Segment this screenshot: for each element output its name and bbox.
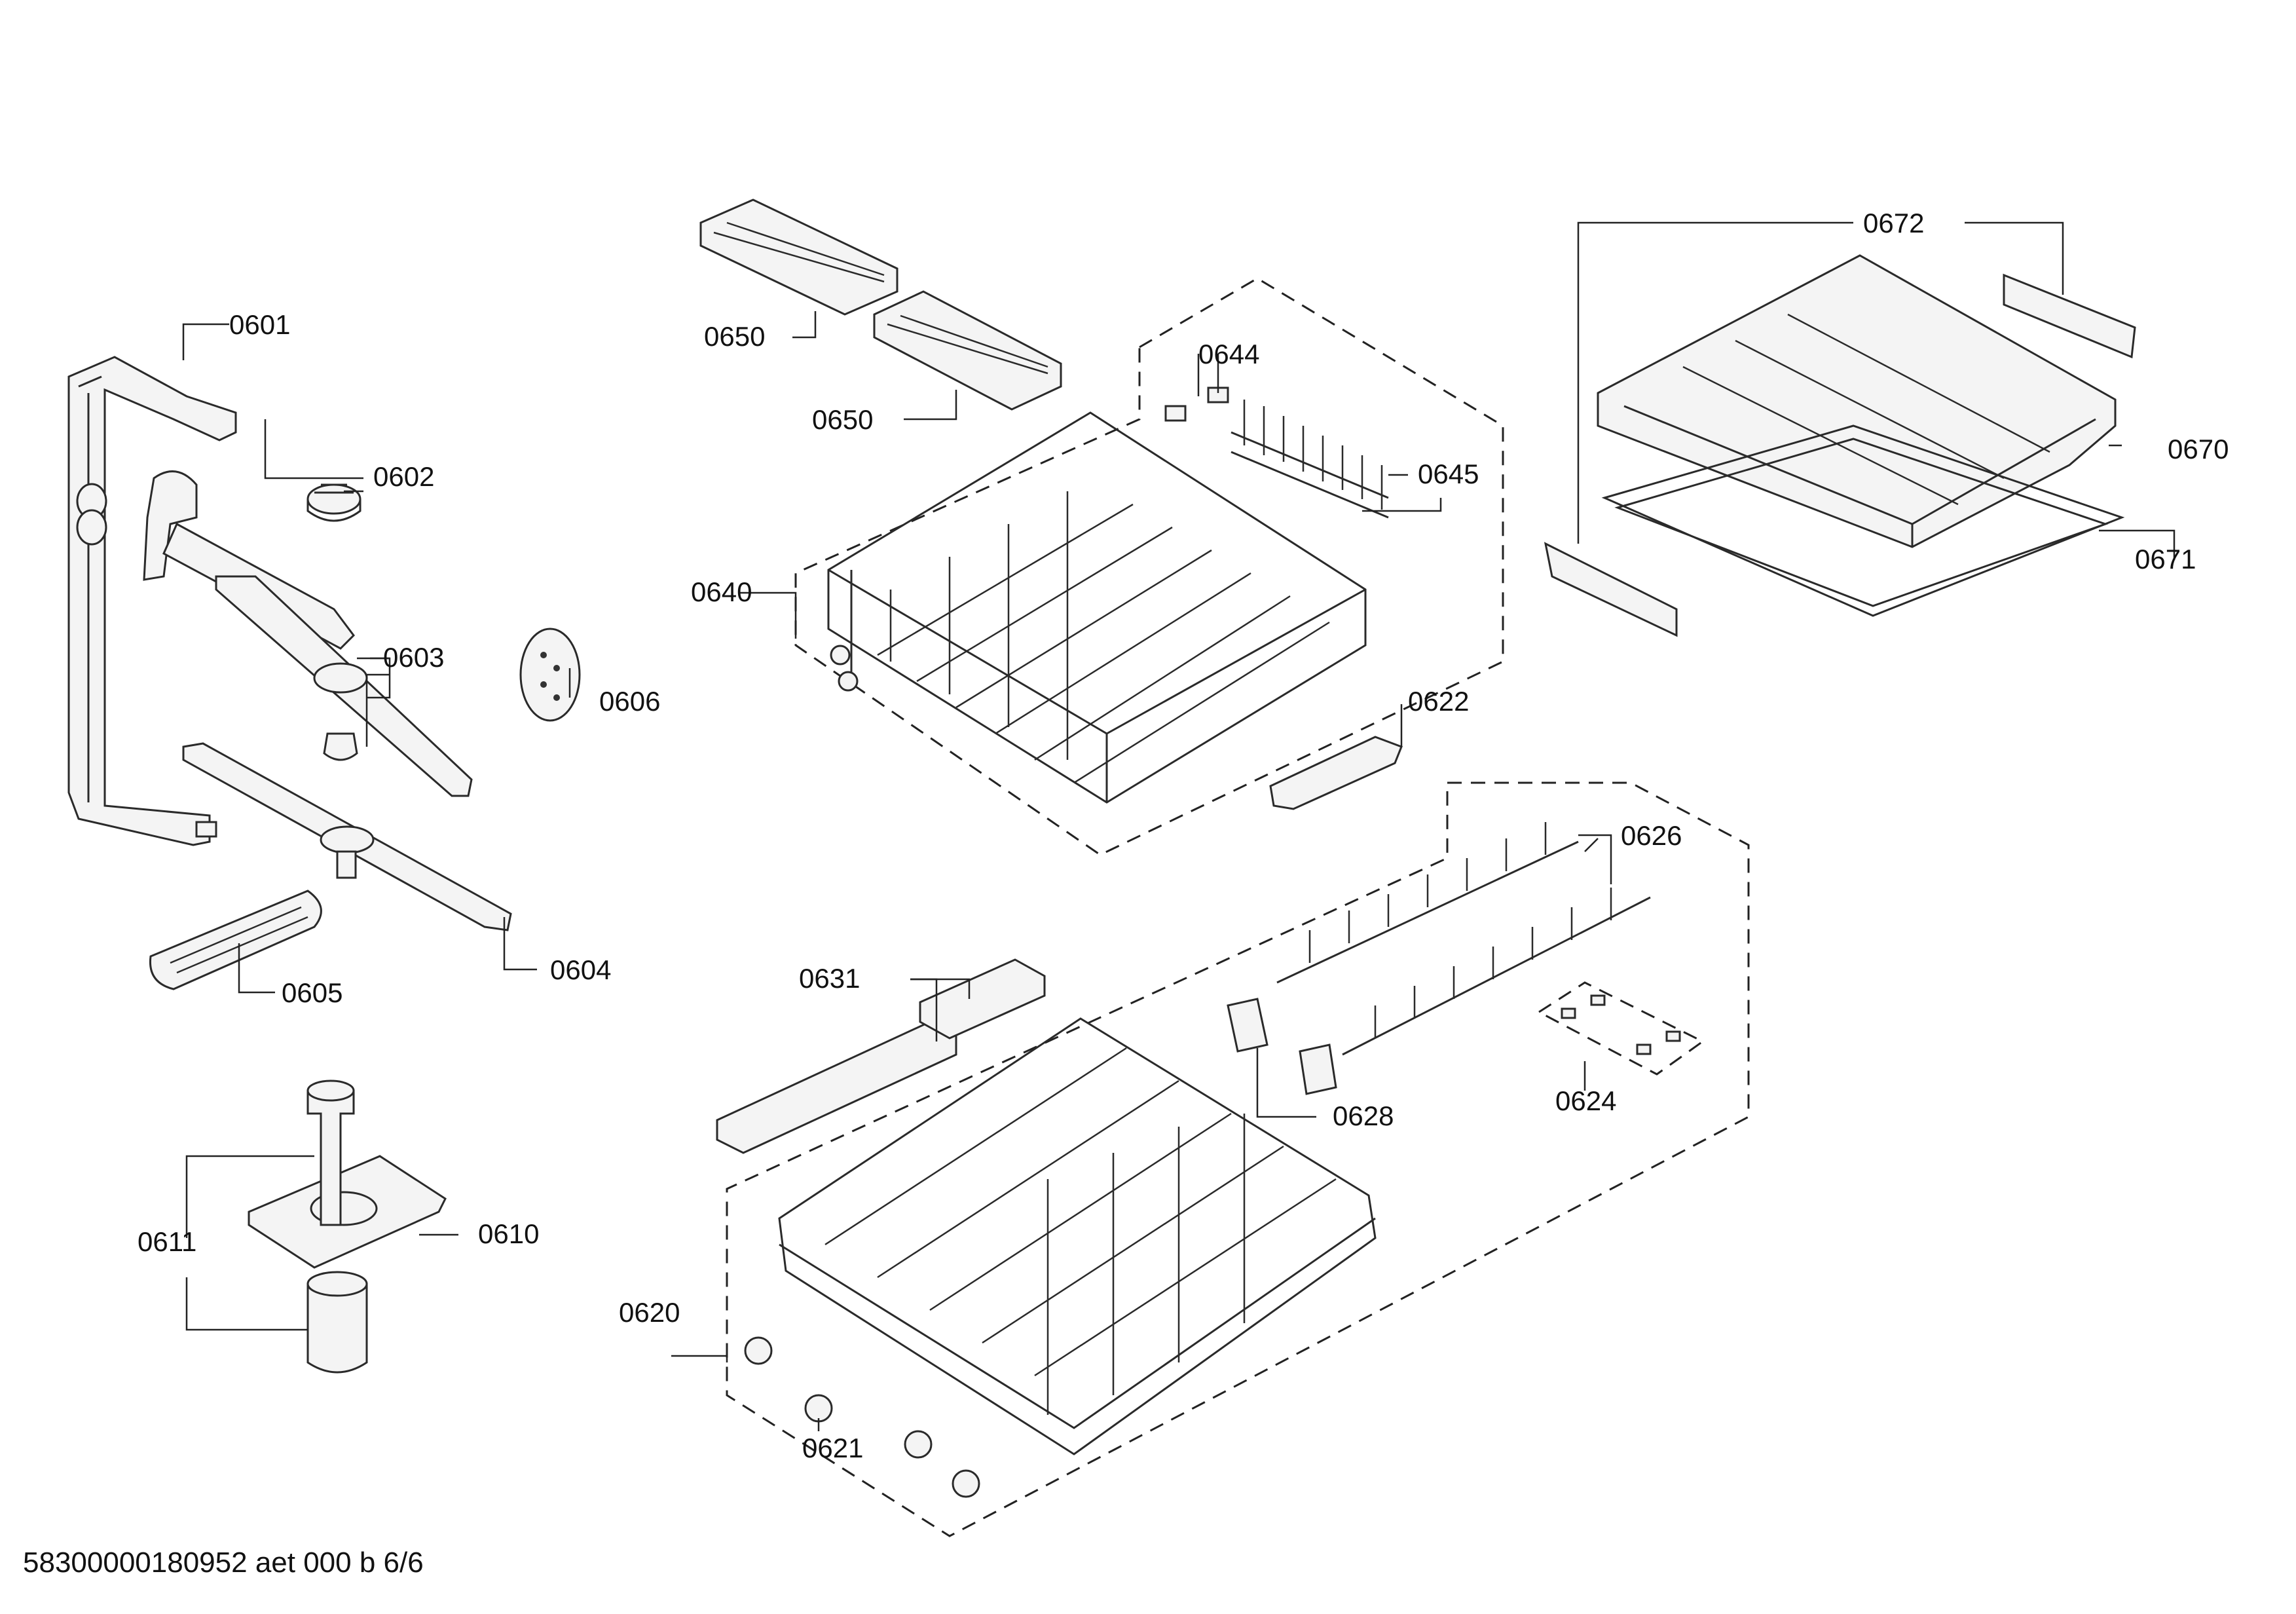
label-0672: 0672 xyxy=(1863,208,1924,238)
label-0626: 0626 xyxy=(1621,820,1682,851)
label-0622: 0622 xyxy=(1408,686,1469,717)
label-0640: 0640 xyxy=(691,576,752,607)
drawer-rail-frame-part xyxy=(1601,424,2125,617)
label-0605: 0605 xyxy=(282,977,343,1008)
cutlery-drawer-part xyxy=(1597,254,2117,548)
label-0604: 0604 xyxy=(550,954,611,985)
document-footer-code: 58300000180952 aet 000 b 6/6 xyxy=(23,1547,424,1579)
label-0650-a: 0650 xyxy=(704,321,765,352)
folding-tine-row-part xyxy=(1276,822,1651,1056)
round-filter-disc-part xyxy=(519,628,581,722)
drawer-slide-part-a xyxy=(1544,542,1678,637)
label-0670: 0670 xyxy=(2168,434,2229,464)
basket-handle-part xyxy=(1269,736,1403,810)
label-0603: 0603 xyxy=(383,642,444,673)
fine-filter-part xyxy=(149,890,322,990)
label-0611: 0611 xyxy=(138,1226,196,1257)
label-0645: 0645 xyxy=(1418,459,1479,489)
label-0610: 0610 xyxy=(478,1218,539,1249)
label-0620: 0620 xyxy=(619,1297,680,1328)
height-adjuster-bracket-part xyxy=(1227,998,1337,1095)
cylinder-filter-part xyxy=(306,1079,368,1374)
lower-cup-rack-part-b xyxy=(919,958,1046,1040)
lower-basket-part xyxy=(778,1017,1377,1455)
tine-rack-part xyxy=(1231,400,1389,519)
clip-part xyxy=(1164,386,1229,422)
lower-spray-arm-part xyxy=(182,742,512,931)
label-0606: 0606 xyxy=(599,686,660,717)
lower-cup-rack-part-a xyxy=(716,1021,957,1154)
connector-nut-part xyxy=(306,483,361,522)
part-number-labels: 0601 0602 0603 0604 0605 0606 0610 0611 … xyxy=(138,208,2229,1463)
drawer-slide-part-b xyxy=(2003,273,2136,359)
water-supply-pipe-part xyxy=(67,356,237,846)
label-0628: 0628 xyxy=(1333,1100,1394,1131)
upper-basket-part xyxy=(827,411,1367,804)
upper-spray-arm-part xyxy=(143,470,473,797)
label-0621: 0621 xyxy=(802,1433,863,1463)
lower-basket-group-outline xyxy=(726,781,1750,1537)
leader-lines xyxy=(182,221,2176,1431)
cup-shelf-part-a xyxy=(699,198,898,316)
cup-shelf-part-b xyxy=(873,290,1062,411)
filter-plate-part xyxy=(248,1155,447,1269)
upper-basket-group-outline xyxy=(794,277,1504,856)
label-0644: 0644 xyxy=(1198,339,1259,369)
basket-wheel-part xyxy=(744,1336,980,1498)
label-0602: 0602 xyxy=(373,461,434,492)
label-0631: 0631 xyxy=(799,963,860,994)
label-0624: 0624 xyxy=(1555,1085,1616,1116)
small-clip-set-part xyxy=(1537,981,1705,1076)
label-0601: 0601 xyxy=(229,309,290,340)
label-0650-b: 0650 xyxy=(812,404,873,435)
label-0671: 0671 xyxy=(2135,544,2196,574)
